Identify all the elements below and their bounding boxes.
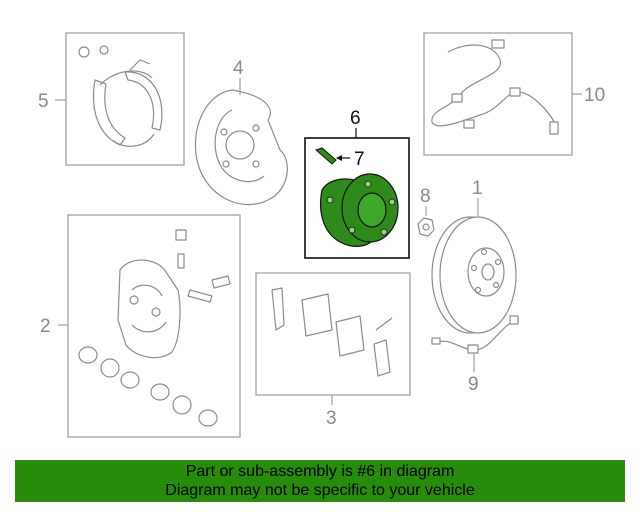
hub-center [357, 192, 387, 228]
callout-2: 2 [40, 316, 51, 337]
abs-clip-2 [463, 119, 475, 129]
hub-assembly-group[interactable] [304, 137, 410, 259]
parking-brake-shoe-group[interactable] [65, 32, 185, 166]
bleeder-screw [177, 253, 185, 269]
piston-seal-4 [198, 409, 218, 427]
brake-shoe-right [124, 71, 163, 131]
leader-7-arrow [336, 155, 342, 161]
backing-plate-rim [214, 109, 265, 183]
backing-plate-hub-hole [225, 130, 255, 160]
brake-pad-1 [301, 293, 333, 337]
caliper-group[interactable] [67, 214, 241, 438]
caliper-detail-2 [131, 321, 167, 333]
callout-4: 4 [233, 58, 244, 79]
brake-shoe-left [93, 79, 126, 146]
plate-bolt-hole-4 [252, 160, 260, 168]
bleeder-cap [175, 229, 187, 241]
rotor-stud-hole-5 [470, 264, 478, 272]
hub-nut-group[interactable] [417, 217, 435, 237]
hub-stud-hole-3 [380, 228, 388, 236]
piston-2 [172, 395, 192, 415]
pad-shim-2 [373, 339, 391, 377]
abs-connector [491, 39, 505, 49]
brake-pad-group[interactable] [255, 272, 411, 396]
callout-3: 3 [326, 408, 337, 429]
rotor-stud-hole-3 [492, 281, 500, 289]
hose-fitting-2 [509, 315, 519, 325]
abs-wire [431, 44, 557, 127]
plate-bolt-hole-1 [220, 128, 228, 136]
pad-clip [375, 317, 393, 331]
hub-bolt [315, 147, 337, 165]
shoe-spring-bottom [111, 133, 155, 147]
hose-bracket [467, 344, 479, 354]
hub-nut-hole [422, 223, 430, 231]
shoe-adjuster [129, 59, 151, 71]
hose-fitting-1 [431, 337, 441, 345]
piston-seal-1 [78, 346, 98, 364]
shoe-clip-1 [78, 46, 90, 58]
hub-stud-hole-2 [388, 198, 396, 206]
rotor-center-hole [481, 263, 495, 281]
rotor-stud-hole-4 [474, 286, 482, 294]
shoe-clip-2 [99, 45, 109, 55]
caliper-guide-pin [187, 289, 213, 303]
piston-seal-2 [120, 371, 140, 389]
rotor-group[interactable] [431, 216, 517, 334]
brake-hose-group[interactable] [431, 315, 519, 354]
caliper-body [117, 259, 181, 359]
info-banner: Part or sub-assembly is #6 in diagram Di… [15, 460, 625, 502]
abs-sensor-group[interactable] [423, 32, 573, 156]
caliper-port-2 [151, 307, 161, 317]
callout-9: 9 [468, 374, 479, 395]
callout-1: 1 [472, 178, 483, 199]
rotor-stud-hole-1 [480, 248, 488, 256]
part-3-box [255, 272, 411, 396]
hub-mount-hole [326, 196, 334, 204]
part-2-box [67, 214, 241, 438]
hub-stud-hole-4 [348, 226, 356, 234]
caliper-bolt [211, 275, 231, 289]
hub-stud-hole-1 [364, 180, 372, 188]
banner-line-1: Part or sub-assembly is #6 in diagram [185, 463, 455, 480]
callout-7: 7 [354, 149, 365, 170]
brake-pad-2 [335, 315, 365, 357]
caliper-detail-1 [131, 284, 163, 297]
pad-shim-1 [271, 287, 285, 331]
parts-diagram: 5 4 7 6 10 [38, 32, 605, 438]
callout-6: 6 [350, 108, 361, 129]
abs-clip-1 [451, 93, 463, 103]
piston-1 [100, 358, 120, 378]
part-5-box [65, 32, 185, 166]
caliper-port-1 [129, 295, 139, 305]
piston-seal-3 [150, 383, 170, 401]
abs-clip-3 [509, 87, 521, 97]
callout-8: 8 [420, 186, 431, 207]
plate-bolt-hole-3 [222, 160, 230, 168]
rotor-stud-hole-2 [494, 258, 502, 266]
part-6-box [304, 137, 410, 259]
callout-10: 10 [584, 85, 605, 106]
part-10-box [423, 32, 573, 156]
plate-bolt-hole-2 [252, 124, 260, 132]
callout-5: 5 [38, 91, 49, 112]
banner-line-2: Diagram may not be specific to your vehi… [165, 482, 475, 499]
abs-sensor-head [549, 121, 559, 135]
backing-plate-group[interactable] [194, 89, 288, 206]
shoe-spring-top [99, 70, 153, 86]
